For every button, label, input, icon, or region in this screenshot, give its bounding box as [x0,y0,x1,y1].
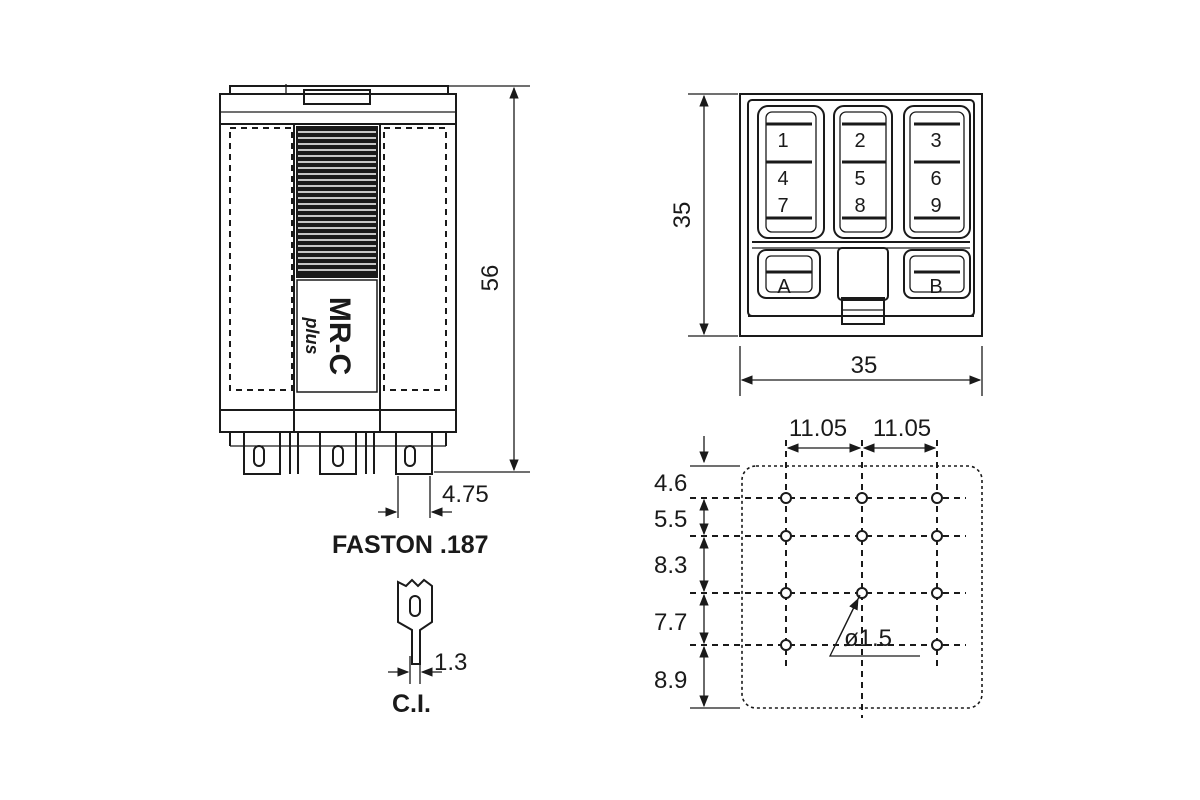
pin-label-6: 6 [930,168,941,190]
top-height-dim: 35 [669,202,696,229]
pin-label-7: 7 [777,195,788,217]
coil-b-label: B [929,276,942,298]
pcb-holes [780,492,943,651]
pcb-hole [931,587,943,599]
pcb-hole [780,492,792,504]
pin-bars [766,122,960,220]
pcb-hole [780,587,792,599]
grip-ribs [298,131,376,271]
top-width-dim: 35 [851,352,878,379]
ribbed-grip [296,126,378,278]
pin-width-dim: 1.3 [434,649,467,676]
pcb-hole [931,492,943,504]
inner-outline-left [229,127,293,391]
v-dim-3: 8.3 [654,552,687,579]
terminal-left [243,431,299,475]
label-panel [296,279,378,393]
center-latch [837,247,889,301]
pin-column-center [833,105,893,239]
coil-a-label: A [777,276,791,298]
pcb-outline [741,465,983,709]
coil-terminal-b [903,249,971,299]
pcb-layout: 11.05 11.05 4.6 5.5 8.3 7.7 8.9 ø1.5 [654,415,983,718]
pcb-pin [397,578,433,665]
faston-label: FASTON .187 [332,531,489,559]
brand-label: MR-C [323,297,356,375]
pin-column-right [903,105,971,239]
pin-label-3: 3 [930,130,941,152]
ci-label: C.I. [392,690,431,718]
pcb-hole [931,639,943,651]
pcb-hole [931,530,943,542]
terminal-right [395,431,433,475]
side-view: MR-C plus 56 [219,84,530,718]
h-spacing-2: 11.05 [873,415,931,442]
pin-label-1: 1 [777,130,788,152]
pin-label-5: 5 [854,168,865,190]
v-dim-1: 4.6 [654,470,687,497]
v-dim-5: 8.9 [654,667,687,694]
v-dim-2: 5.5 [654,506,687,533]
faston-width-dim: 4.75 [442,481,489,508]
pcb-hole [856,530,868,542]
pcb-hole [780,639,792,651]
pcb-hole [856,587,868,599]
pcb-hole [780,530,792,542]
h-spacing-1: 11.05 [789,415,847,442]
inner-outline-right [383,127,447,391]
side-height-dim: 56 [477,265,504,292]
terminal-center [319,431,375,475]
coil-terminal-a [757,249,821,299]
pin-label-4: 4 [777,168,788,190]
v-dim-4: 7.7 [654,609,687,636]
pin-label-2: 2 [854,130,865,152]
brand-sub: plus [302,316,322,354]
pin-label-9: 9 [930,195,941,217]
pin-label-8: 8 [854,195,865,217]
latch-tab [303,89,371,105]
hole-diameter: ø1.5 [844,625,892,652]
top-outer-frame [739,93,983,337]
pcb-hole [856,492,868,504]
top-view: 1 2 3 4 5 6 7 8 9 A B 35 35 [669,93,983,396]
pin-column-left [757,105,825,239]
